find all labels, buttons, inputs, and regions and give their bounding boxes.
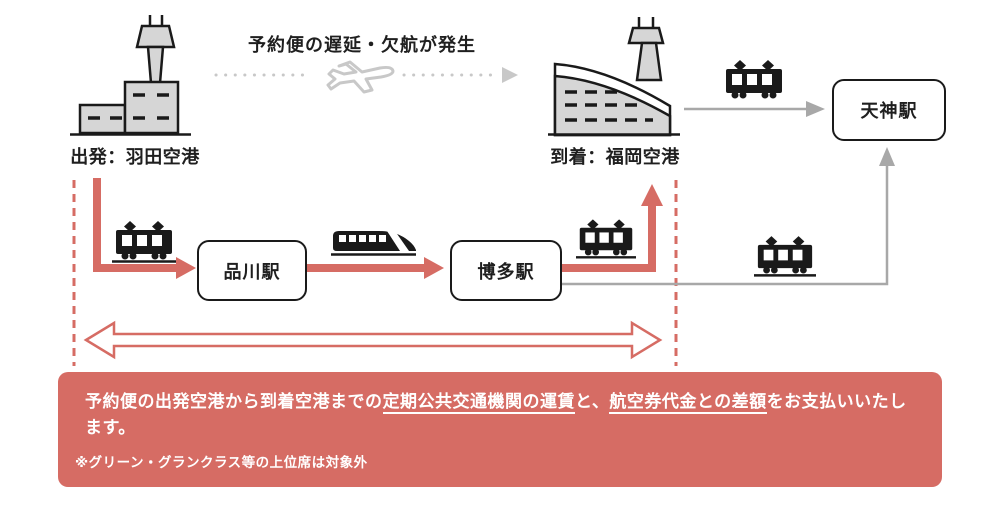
- station-box-shinagawa: 品川駅: [197, 240, 307, 301]
- notice-underlined-fare: 定期公共交通機関の運賃: [382, 392, 575, 414]
- refund-notice-text: 予約便の出発空港から到着空港までの定期公共交通機関の運賃と、航空券代金との差額を…: [85, 389, 915, 442]
- train-icon: [576, 219, 636, 259]
- refund-notice-panel: 予約便の出発空港から到着空港までの定期公共交通機関の運賃と、航空券代金との差額を…: [58, 372, 942, 487]
- shinkansen-icon: [331, 231, 416, 256]
- notice-text-middle: と、: [575, 392, 610, 411]
- station-name-hakata: 博多駅: [477, 261, 535, 282]
- refund-notice-footnote: ※グリーン・グランクラス等の上位席は対象外: [75, 454, 368, 470]
- station-box-hakata: 博多駅: [450, 240, 562, 301]
- flight-disruption-caption: 予約便の遅延・欠航が発生: [248, 35, 476, 55]
- fukuoka-airport-terminal-icon: [548, 17, 680, 137]
- gray-arrowhead-tenjin-bottom: [879, 147, 895, 166]
- red-route-haneda-to-shinagawa: [93, 178, 178, 272]
- ground-route-span-arrow: [83, 320, 663, 360]
- gray-route-hakata-to-tenjin: [560, 164, 889, 286]
- gray-arrowhead-tenjin-left: [806, 101, 825, 117]
- notice-text-before: 予約便の出発空港から到着空港までの: [85, 392, 383, 411]
- notice-text-after: をお支払いいたします。: [85, 392, 907, 438]
- notice-underlined-difference: 航空券代金との差額: [609, 392, 767, 414]
- red-arrowhead-hakata: [424, 257, 444, 279]
- train-icon: [726, 60, 782, 99]
- train-icon: [112, 221, 176, 263]
- departure-airport-label: 出発：羽田空港: [70, 147, 200, 167]
- station-box-tenjin: 天神駅: [832, 79, 946, 141]
- red-arrowhead-shinagawa: [176, 257, 196, 279]
- flight-arrowhead: [502, 67, 518, 83]
- train-icon: [754, 236, 816, 277]
- red-arrowhead-fukuoka-airport: [641, 184, 663, 206]
- red-route-hakata-to-fukuoka-airport: [560, 204, 656, 272]
- haneda-airport-terminal-icon: [70, 15, 191, 136]
- airplane-outline-icon: [326, 60, 395, 94]
- station-name-shinagawa: 品川駅: [223, 261, 281, 282]
- arrival-airport-label: 到着：福岡空港: [550, 147, 680, 167]
- station-name-tenjin: 天神駅: [860, 101, 918, 121]
